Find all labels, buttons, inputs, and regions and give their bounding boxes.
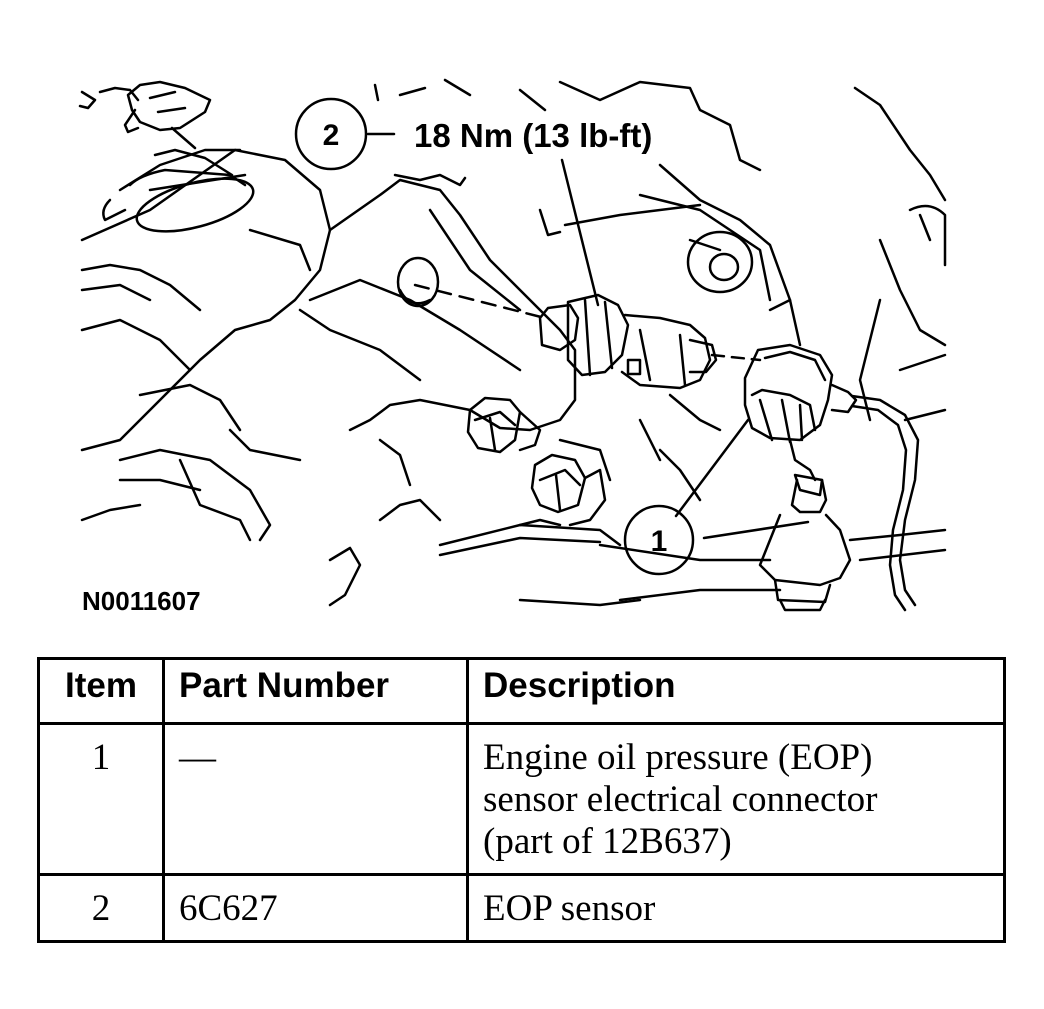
table-row: 1 — Engine oil pressure (EOP) sensor ele… <box>37 722 1006 876</box>
row-1-description-line: Engine oil pressure (EOP) <box>483 737 873 778</box>
connector-centerline <box>710 353 762 362</box>
table-row: 2 6C627 EOP sensor <box>37 873 1006 943</box>
callout-2-label: 2 <box>323 119 340 152</box>
torque-spec: 18 Nm (13 lb-ft) <box>414 117 652 154</box>
callout-leaders <box>366 132 810 540</box>
callout-1: 1 <box>623 504 695 576</box>
header-description: Description <box>466 657 1006 725</box>
row-2-description: EOP sensor <box>466 873 1006 943</box>
row-2-part-number: 6C627 <box>162 873 469 943</box>
parts-legend-table: Item Part Number Description 1 — Engine … <box>37 657 1006 943</box>
bracket-bolt-upper <box>466 396 542 454</box>
row-1-description: Engine oil pressure (EOP) sensor electri… <box>466 722 1006 876</box>
bracket-bolt-lower <box>530 438 612 527</box>
hose-clip <box>78 80 212 150</box>
eop-sensor <box>538 293 718 390</box>
mounting-post <box>758 473 852 612</box>
coolant-pipe <box>80 148 332 542</box>
row-1-item: 1 <box>37 722 165 876</box>
row-1-description-line: sensor electrical connector <box>483 779 878 820</box>
eop-connector <box>743 343 858 482</box>
header-item: Item <box>37 657 165 725</box>
callout-2: 2 <box>294 97 368 171</box>
figure-id: N0011607 <box>82 586 201 616</box>
engine-boss <box>686 230 754 294</box>
install-centerline <box>413 283 547 320</box>
row-1-part-number: — <box>162 722 469 876</box>
oil-pan-rail <box>328 393 947 607</box>
engine-illustration: 2 18 Nm (13 lb-ft) 1 N0011607 <box>78 78 947 616</box>
table-header-row: Item Part Number Description <box>37 657 1006 725</box>
header-part-number: Part Number <box>162 657 469 725</box>
row-2-item: 2 <box>37 873 165 943</box>
sensor-bracket <box>298 173 577 432</box>
wiring-harness <box>850 394 920 612</box>
row-1-description-line: (part of 12B637) <box>483 821 732 862</box>
callout-1-label: 1 <box>651 525 668 558</box>
row-2-description-line: EOP sensor <box>483 888 656 929</box>
